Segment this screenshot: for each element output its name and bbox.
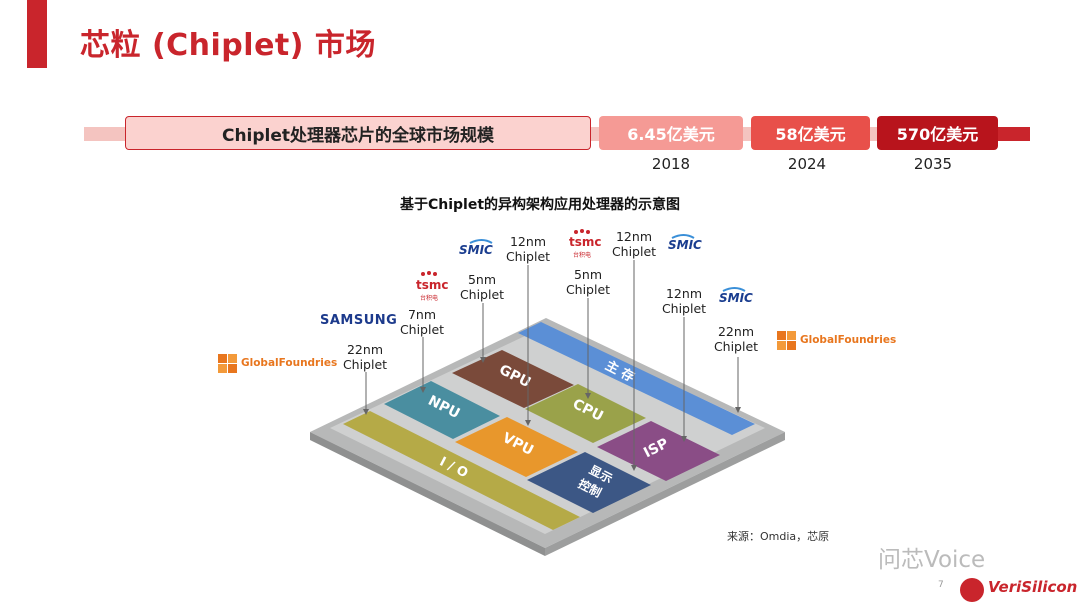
chiplet-text-display: Chiplet bbox=[611, 244, 657, 259]
arrow-cpu bbox=[585, 393, 591, 399]
gpu-block bbox=[452, 350, 574, 408]
year-2024: 2024 bbox=[787, 155, 827, 173]
market-value-2035: 570亿美元 bbox=[877, 116, 998, 150]
chiplet-text-gpu: Chiplet bbox=[459, 287, 505, 302]
year-2035: 2035 bbox=[913, 155, 953, 173]
substrate-side-right bbox=[545, 432, 785, 556]
verisilicon-logo-icon bbox=[960, 578, 984, 602]
arrow-npu bbox=[420, 387, 426, 393]
globalfoundries-logo-right: GlobalFoundries bbox=[800, 334, 897, 346]
chiplet-label-display: 12nm Chiplet bbox=[604, 229, 664, 259]
diagram-title: 基于Chiplet的异构架构应用处理器的示意图 bbox=[399, 197, 681, 213]
chiplet-text-vpu: Chiplet bbox=[505, 249, 551, 264]
chiplet-text-npu: Chiplet bbox=[399, 322, 445, 337]
source-note: 来源：Omdia，芯原 bbox=[727, 530, 830, 543]
io-block bbox=[343, 411, 580, 530]
vpu-block bbox=[455, 417, 578, 477]
chiplet-text-memory: Chiplet bbox=[713, 339, 759, 354]
chiplet-node-vpu: 12nm bbox=[509, 234, 546, 249]
callout-lines bbox=[365, 260, 739, 470]
verisilicon-logo: 7 VeriSilicon bbox=[938, 568, 1078, 602]
page-number: 7 bbox=[938, 580, 944, 590]
display-control-block bbox=[527, 452, 651, 513]
arrow-io bbox=[363, 409, 369, 415]
chiplet-node-cpu: 5nm bbox=[573, 267, 603, 282]
chiplet-label-cpu: 5nm Chiplet bbox=[558, 267, 618, 297]
market-size-label: Chiplet处理器芯片的全球市场规模 bbox=[125, 116, 591, 150]
chiplet-text-io: Chiplet bbox=[342, 357, 388, 372]
arrow-isp bbox=[681, 436, 687, 442]
isp-block bbox=[597, 421, 720, 481]
watermark: 问芯Voice bbox=[878, 547, 986, 573]
year-2018: 2018 bbox=[651, 155, 691, 173]
chiplet-label-gpu: 5nm Chiplet bbox=[452, 272, 512, 302]
tsmc-sub-2: 台积电 bbox=[573, 252, 592, 259]
title-accent-bar bbox=[27, 0, 47, 68]
chiplet-text-cpu: Chiplet bbox=[565, 282, 611, 297]
smic-logo-icon bbox=[469, 234, 746, 292]
memory-block bbox=[518, 322, 755, 435]
chiplet-label-vpu: 12nm Chiplet bbox=[498, 234, 558, 264]
tsmc-logo-1: tsmc bbox=[416, 278, 449, 292]
smic-logo-3: SMIC bbox=[719, 291, 753, 305]
globalfoundries-logo-left: GlobalFoundries bbox=[241, 357, 338, 369]
substrate-side-left bbox=[310, 432, 545, 556]
page-title: 芯粒 (Chiplet) 市场 bbox=[80, 28, 376, 63]
tsmc-logo-2: tsmc bbox=[569, 235, 602, 249]
market-timeline-end bbox=[990, 127, 1030, 141]
cpu-block bbox=[525, 384, 646, 443]
chiplet-label-io: 22nm Chiplet bbox=[335, 342, 395, 372]
arrow-vpu bbox=[525, 420, 531, 426]
chiplet-node-npu: 7nm bbox=[407, 307, 437, 322]
chiplet-label-npu: 7nm Chiplet bbox=[392, 307, 452, 337]
chiplet-text-isp: Chiplet bbox=[661, 301, 707, 316]
chiplet-node-io: 22nm bbox=[346, 342, 383, 357]
chiplet-node-gpu: 5nm bbox=[467, 272, 497, 287]
verisilicon-brand: VeriSilicon bbox=[988, 578, 1078, 596]
arrow-display bbox=[631, 465, 637, 471]
tsmc-sub-1: 台积电 bbox=[420, 295, 439, 302]
callout-arrowheads bbox=[363, 357, 741, 471]
chiplet-label-isp: 12nm Chiplet bbox=[654, 286, 714, 316]
globalfoundries-logo-icon bbox=[777, 331, 796, 350]
market-value-2024: 58亿美元 bbox=[751, 116, 870, 150]
smic-logo-2: SMIC bbox=[668, 238, 702, 252]
market-value-2018: 6.45亿美元 bbox=[599, 116, 743, 150]
arrow-gpu bbox=[480, 357, 486, 363]
chiplet-node-isp: 12nm bbox=[665, 286, 702, 301]
chiplet-node-display: 12nm bbox=[615, 229, 652, 244]
arrow-memory bbox=[735, 407, 741, 413]
chiplet-node-memory: 22nm bbox=[717, 324, 754, 339]
smic-logo-1: SMIC bbox=[459, 243, 493, 257]
globalfoundries-logo-icon bbox=[218, 354, 237, 373]
tsmc-logo-icon bbox=[421, 229, 590, 276]
chiplet-label-memory: 22nm Chiplet bbox=[706, 324, 766, 354]
npu-block bbox=[384, 381, 500, 439]
samsung-logo: SAMSUNG bbox=[320, 313, 398, 328]
